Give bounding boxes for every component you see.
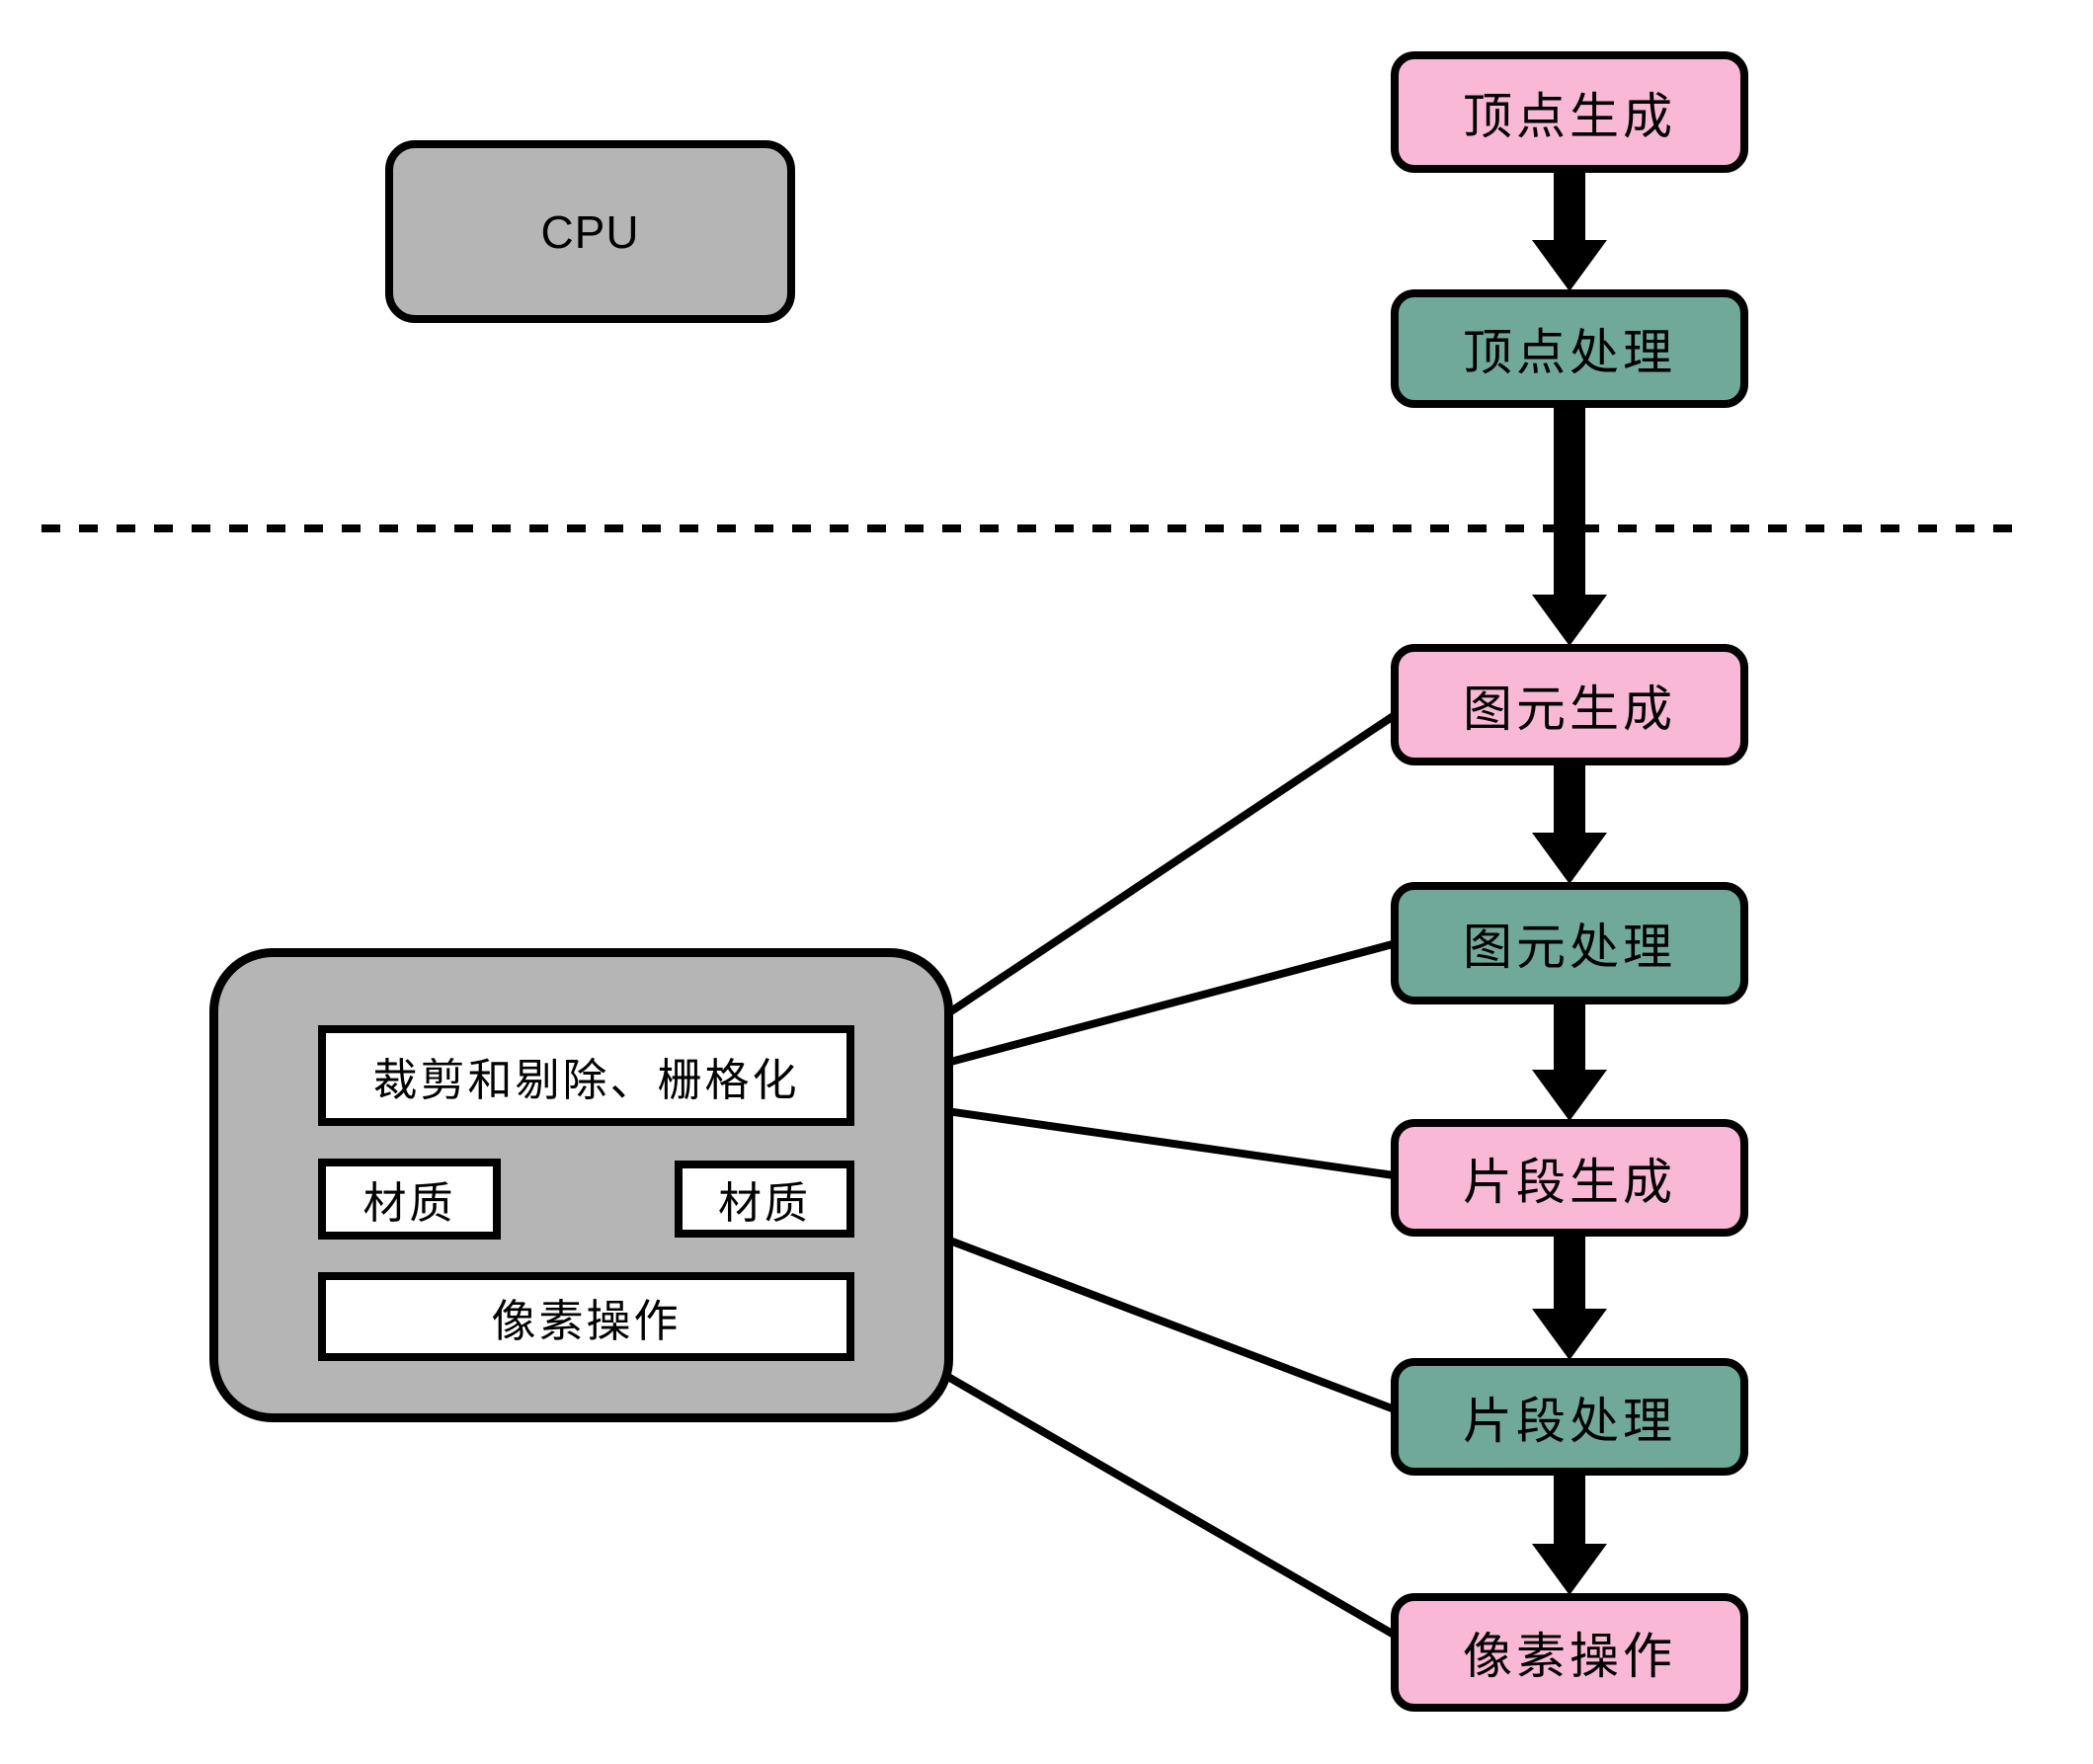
node-cpu: CPU	[385, 140, 795, 323]
node-texture-left: 材质	[318, 1159, 501, 1240]
flow-arrow-primgen-to-primproc	[1532, 762, 1607, 884]
node-vertex-generation: 顶点生成	[1391, 51, 1748, 173]
node-pixel-operations: 像素操作	[1391, 1593, 1748, 1712]
node-cpu-label: CPU	[540, 205, 640, 258]
flow-arrow-vertexgen-to-vertexproc	[1532, 170, 1607, 291]
node-primitive-processing-label: 图元处理	[1463, 920, 1676, 975]
node-pixel-operations-label: 像素操作	[1463, 1629, 1676, 1684]
node-fragment-generation: 片段生成	[1391, 1119, 1748, 1237]
node-texture-right: 材质	[675, 1161, 854, 1238]
node-vertex-processing-label: 顶点处理	[1463, 325, 1676, 380]
node-texture-right-label: 材质	[718, 1179, 811, 1228]
map-arrow-primgen-to-raster	[860, 699, 1415, 1073]
node-clipping-culling-rasterization: 裁剪和剔除、栅格化	[318, 1025, 854, 1126]
flow-arrow-fraggen-to-fragproc	[1532, 1234, 1607, 1360]
node-vertex-processing: 顶点处理	[1391, 289, 1748, 408]
node-vertex-generation-label: 顶点生成	[1463, 88, 1676, 144]
node-fragment-processing: 片段处理	[1391, 1358, 1748, 1476]
node-texture-left-label: 材质	[362, 1179, 456, 1228]
node-primitive-generation-label: 图元生成	[1463, 681, 1676, 737]
node-primitive-processing: 图元处理	[1391, 882, 1748, 1004]
node-fragment-generation-label: 片段生成	[1463, 1154, 1676, 1210]
map-arrow-primproc-to-raster	[859, 936, 1409, 1095]
node-fragment-processing-label: 片段处理	[1463, 1393, 1676, 1449]
flow-arrow-vertexproc-to-primgen	[1532, 405, 1607, 646]
node-primitive-generation: 图元生成	[1391, 644, 1748, 765]
node-pixel-operations-hw: 像素操作	[318, 1272, 854, 1361]
map-arrow-fraggen-to-raster	[865, 1082, 1409, 1181]
flow-arrow-primproc-to-fraggen	[1532, 1002, 1607, 1121]
node-clipping-culling-rasterization-label: 裁剪和剔除、栅格化	[372, 1054, 800, 1105]
flow-arrow-fragproc-to-pixelops	[1532, 1473, 1607, 1595]
node-pixel-operations-hw-label: 像素操作	[491, 1295, 682, 1346]
map-arrow-pixelops-to-pixelops-hw	[854, 1322, 1410, 1646]
